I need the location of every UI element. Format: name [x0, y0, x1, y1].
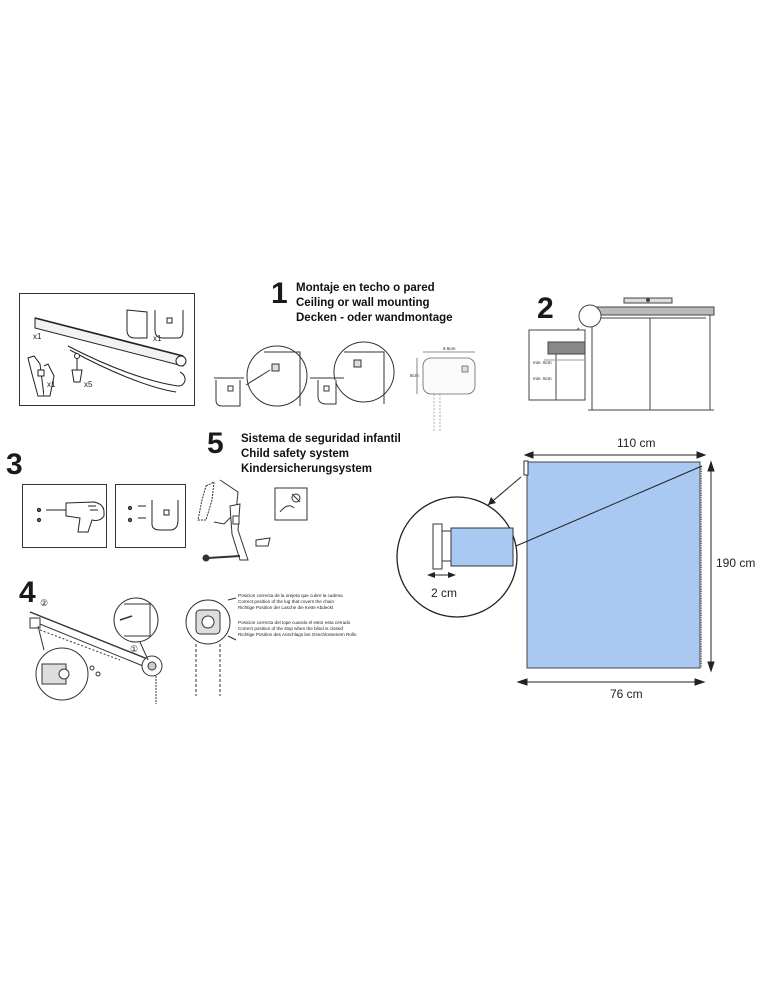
wall-mount-detail — [310, 341, 395, 405]
child-safety-icon — [197, 479, 308, 562]
step5-title: Sistema de seguridad infantil Child safe… — [241, 432, 401, 477]
step2-gap-top: min. 5cm — [533, 360, 552, 365]
step4-note-5: Richtige Position des Anschlags bei Gesc… — [238, 632, 357, 637]
step4-note-4: Correct position of the stop when the bl… — [238, 626, 343, 631]
drill-icon — [36, 501, 105, 533]
fabric-width-arrow — [516, 678, 706, 686]
step1-number: 1 — [271, 277, 288, 310]
screws-icon — [71, 353, 83, 383]
step1-title: Montaje en techo o pared Ceiling or wall… — [296, 281, 453, 326]
step4-note-0: Posicion correcta de la orejeta que cubr… — [238, 593, 343, 598]
step4-lug-note: Posicion correcta de la orejeta que cubr… — [238, 593, 343, 611]
step4-note-1: Correct position of the lug that covers … — [238, 599, 335, 604]
wall-plugs-icon — [127, 500, 179, 531]
gap-detail — [528, 304, 602, 401]
step2-number: 2 — [537, 292, 554, 325]
rail-icon — [34, 317, 187, 393]
step4-note-3: Posicion correcta del tope cuando el est… — [238, 620, 351, 625]
dim-height: 190 cm — [716, 556, 756, 570]
height-arrow — [707, 460, 715, 673]
step5-number: 5 — [207, 427, 224, 460]
step5-title-en: Child safety system — [241, 448, 350, 460]
kit-screws-qty: x5 — [84, 380, 93, 389]
kit-chain-qty: x1 — [47, 380, 56, 389]
blind-bracket — [523, 460, 529, 476]
step1-dim-width: 6.5cm — [443, 346, 456, 351]
rail-assembly — [29, 611, 163, 704]
step2-gap-bottom: min. 5cm — [533, 376, 552, 381]
step4-note-2: Richtige Position der Lasche die Kette A… — [238, 605, 334, 610]
step1-dim-height: 8cm — [410, 373, 419, 378]
window-frame — [587, 297, 715, 411]
chain-control-icon — [27, 355, 55, 397]
step3-number: 3 — [6, 448, 23, 481]
bracket-click-detail — [113, 597, 159, 661]
step1-title-en: Ceiling or wall mounting — [296, 297, 430, 309]
blind-fabric — [526, 461, 701, 669]
kit-contents-box — [19, 293, 195, 406]
dim-fabric-width: 76 cm — [610, 687, 643, 701]
bracket-zoom-detail — [396, 496, 518, 618]
bracket-icon — [126, 309, 184, 339]
step5-title-de: Kindersicherungsystem — [241, 463, 373, 475]
step4-marker-2: ② — [40, 598, 49, 608]
step4-stop-note: Posicion correcta del tope cuando el est… — [238, 620, 356, 638]
step3-drill-box — [22, 484, 107, 548]
step3-bracket-box — [115, 484, 186, 548]
step1-title-es: Montaje en techo o pared — [296, 282, 435, 294]
step4-number: 4 — [19, 576, 36, 609]
step5-title-es: Sistema de seguridad infantil — [241, 433, 401, 445]
step1-title-de: Decken - oder wandmontage — [296, 312, 453, 324]
kit-bracket-qty: x1 — [153, 334, 162, 343]
total-width-arrow — [523, 451, 707, 459]
chain-stop-detail — [185, 597, 237, 696]
ceiling-mount-detail — [214, 345, 308, 407]
kit-rail-qty: x1 — [33, 332, 42, 341]
mechanism-detail — [416, 351, 476, 432]
dim-total-width: 110 cm — [617, 436, 656, 450]
step4-marker-1: ① — [130, 644, 139, 654]
dim-bracket-offset: 2 cm — [431, 586, 458, 600]
end-cap-detail — [35, 625, 101, 701]
